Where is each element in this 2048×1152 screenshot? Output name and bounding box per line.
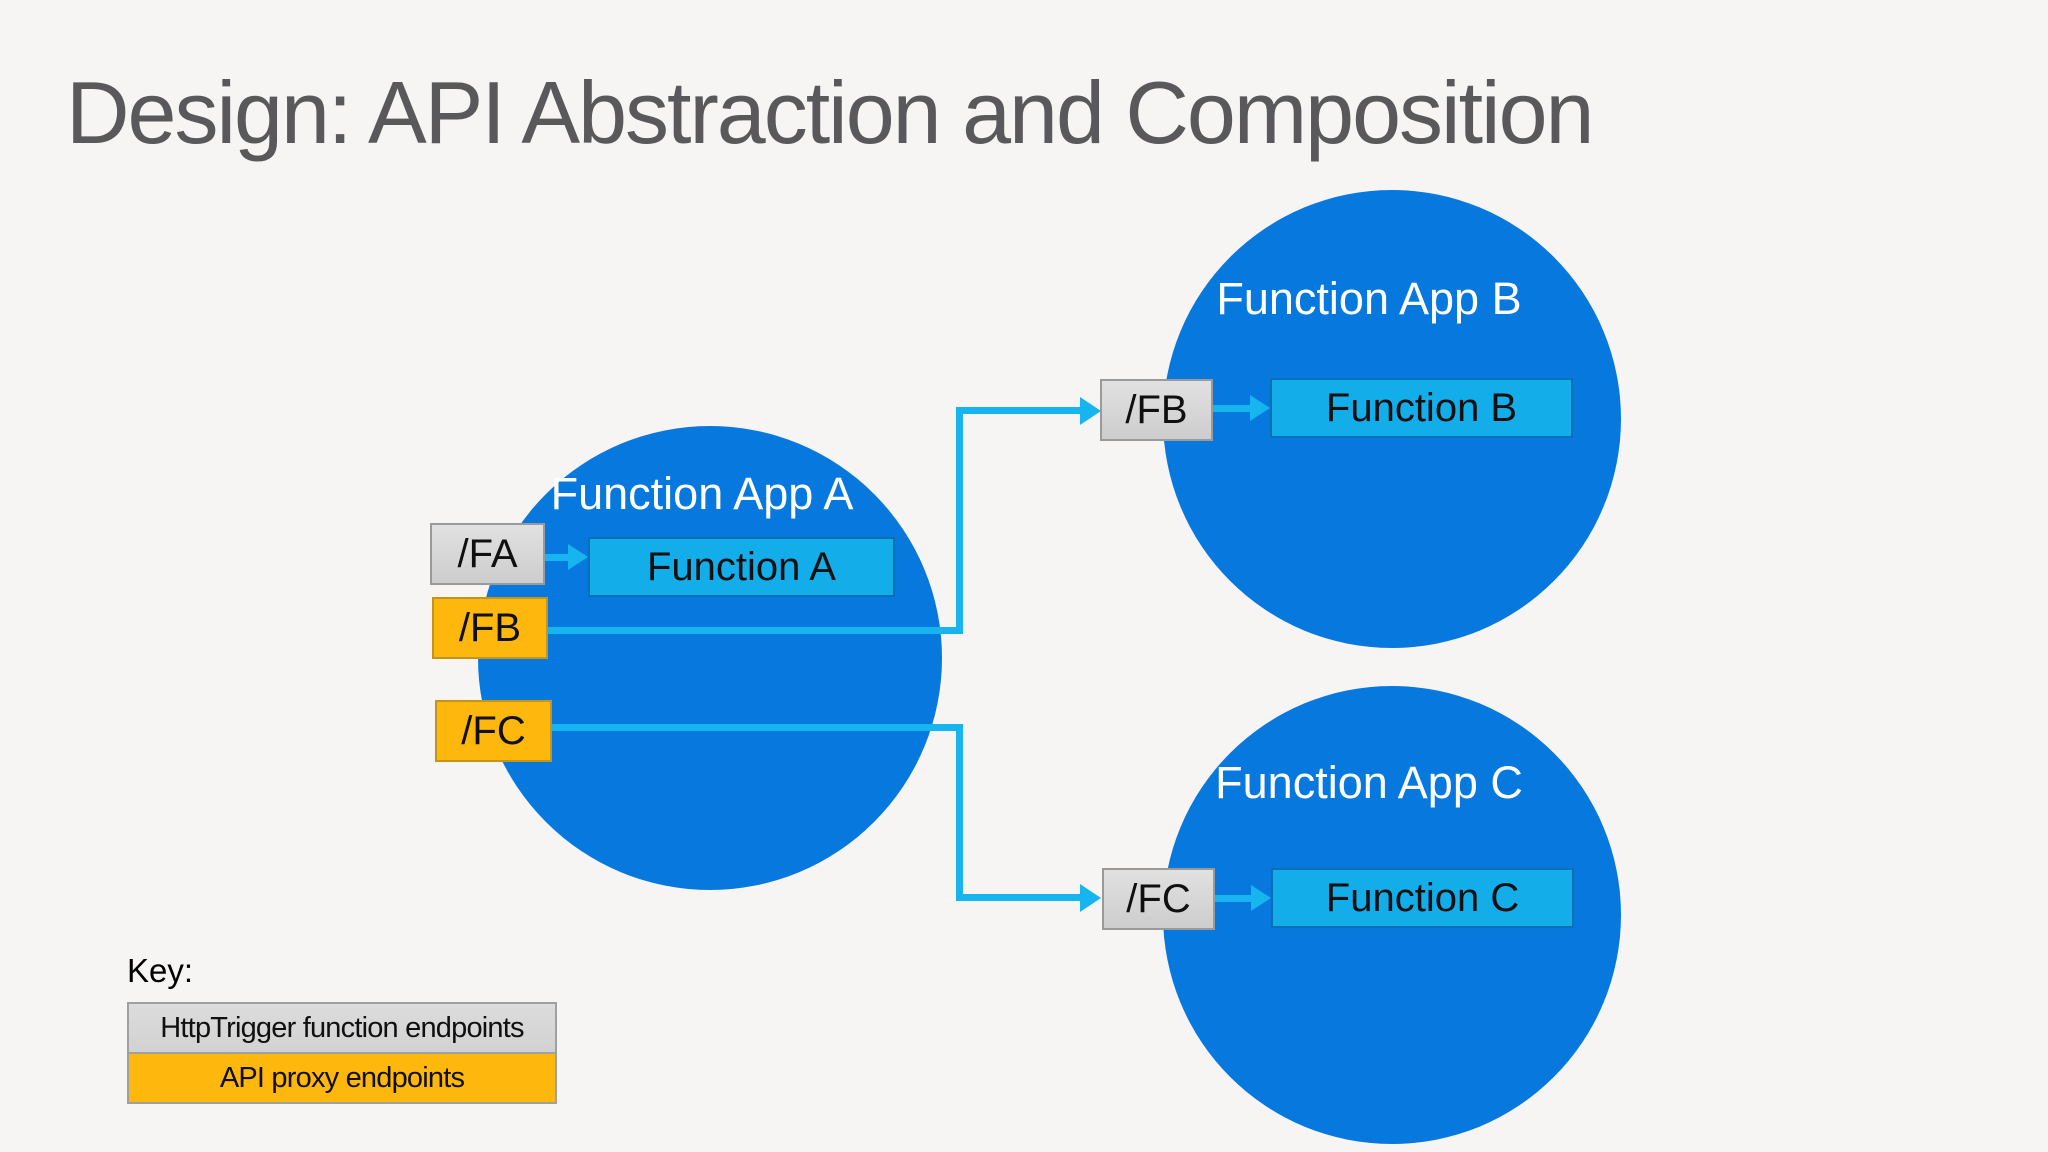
- arrow-head-icon: [1250, 395, 1270, 421]
- arrow-head-icon: [1080, 397, 1101, 425]
- connector-fc-route-bottom: [956, 894, 1082, 901]
- slide-title: Design: API Abstraction and Composition: [66, 63, 1594, 162]
- connector-fc-to-function-c: [1215, 895, 1254, 902]
- connector-fb-to-function-b: [1213, 405, 1252, 412]
- function-app-a-label: Function App A: [550, 468, 854, 519]
- connector-fb-route-horizontal: [548, 627, 963, 634]
- arrow-head-icon: [568, 544, 588, 570]
- connector-fc-route-horizontal: [552, 724, 963, 731]
- function-app-c-label: Function App C: [1215, 757, 1523, 808]
- connector-fc-route-vertical: [956, 724, 963, 901]
- key-item-httptrigger: HttpTrigger function endpoints: [127, 1002, 557, 1054]
- connector-fb-route-vertical: [956, 407, 963, 634]
- key-item-proxy: API proxy endpoints: [127, 1052, 557, 1104]
- endpoint-fc-box: /FC: [1102, 868, 1215, 930]
- function-app-a-circle: [478, 426, 942, 890]
- function-a-box: Function A: [588, 537, 895, 597]
- arrow-head-icon: [1251, 885, 1271, 911]
- arrow-head-icon: [1080, 884, 1101, 912]
- endpoint-fb-box: /FB: [1100, 379, 1213, 441]
- function-b-box: Function B: [1270, 378, 1573, 438]
- endpoint-fc-proxy-box: /FC: [435, 700, 552, 762]
- endpoint-fa-box: /FA: [430, 523, 545, 585]
- function-app-b-label: Function App B: [1216, 273, 1522, 324]
- connector-fb-route-top: [956, 407, 1082, 414]
- function-c-box: Function C: [1271, 868, 1574, 928]
- endpoint-fb-proxy-box: /FB: [432, 597, 548, 659]
- connector-fa-line: [545, 554, 570, 561]
- key-title: Key:: [127, 952, 194, 989]
